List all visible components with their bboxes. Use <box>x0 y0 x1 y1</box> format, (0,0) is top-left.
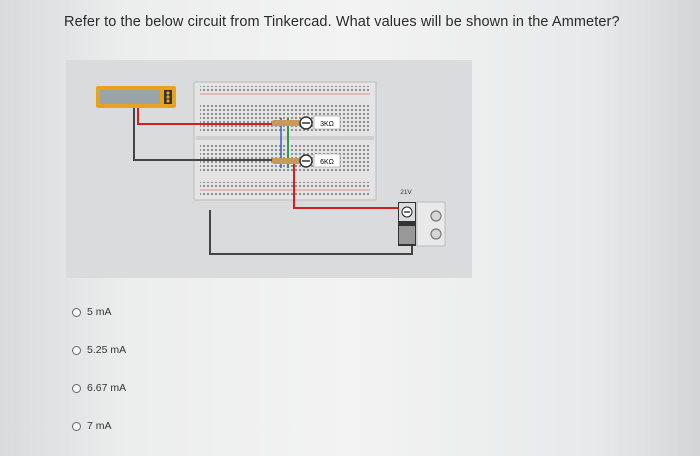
radio-button[interactable] <box>72 345 81 355</box>
resistor-bottom: 6KΩ <box>272 153 341 168</box>
answer-options: 5 mA 5.25 mA 6.67 mA 7 mA <box>72 304 126 456</box>
power-supply: 21V <box>398 189 446 247</box>
option-label: 6.67 mA <box>87 382 127 394</box>
circuit-image: 3KΩ 6KΩ 21V <box>66 60 472 278</box>
power-supply-voltage: 21V <box>400 189 412 196</box>
radio-button[interactable] <box>72 307 81 317</box>
resistor-bottom-label: 6KΩ <box>320 159 334 166</box>
question-text: Refer to the below circuit from Tinkerca… <box>64 14 620 30</box>
option-4[interactable]: 7 mA <box>72 418 126 434</box>
circuit-diagram: 3KΩ 6KΩ 21V <box>96 81 446 255</box>
option-label: 5 mA <box>87 306 112 318</box>
option-label: 7 mA <box>87 420 112 432</box>
option-3[interactable]: 6.67 mA <box>72 380 126 396</box>
multimeter <box>96 86 176 108</box>
option-1[interactable]: 5 mA <box>72 304 126 320</box>
breadboard <box>193 81 377 201</box>
option-2[interactable]: 5.25 mA <box>72 342 126 358</box>
resistor-top: 3KΩ <box>272 115 341 130</box>
wires <box>133 108 413 255</box>
resistor-top-label: 3KΩ <box>320 121 334 128</box>
option-label: 5.25 mA <box>87 344 127 356</box>
radio-button[interactable] <box>72 421 81 431</box>
radio-button[interactable] <box>72 383 81 393</box>
